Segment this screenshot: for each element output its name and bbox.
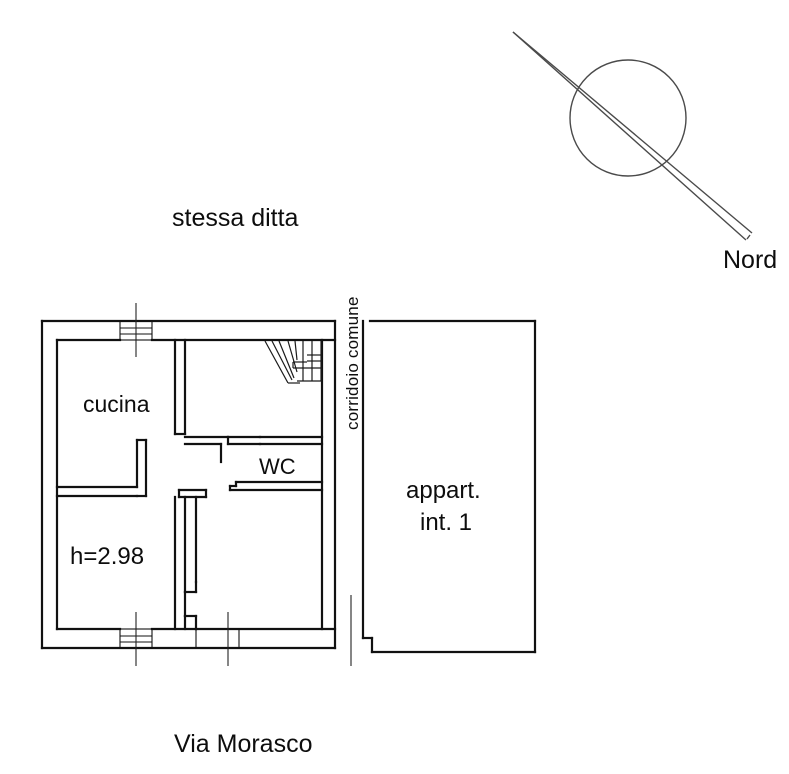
compass-needle-edge-b: [512, 31, 753, 234]
left-building-walls: [40, 319, 337, 650]
room-label-wc: WC: [259, 454, 296, 479]
stair-tread-1: [278, 340, 295, 379]
ceiling-height-label: h=2.98: [70, 543, 145, 570]
door-openings-bottom: [195, 629, 240, 648]
room-label-cucina: cucina: [83, 391, 150, 417]
north-label: Nord: [723, 246, 778, 274]
staircase-icon: [264, 340, 322, 384]
north-arrow-icon: [512, 31, 753, 241]
room-label-appartamento-line2: int. 1: [420, 509, 473, 536]
room-label-corridoio-comune: corridoio comune: [343, 296, 362, 430]
stair-tread-3: [294, 340, 298, 361]
street-label: Via Morasco: [174, 730, 313, 758]
neighbour-note-label: stessa ditta: [172, 204, 299, 232]
stair-inner-edge: [271, 340, 293, 381]
stair-outer-edge: [264, 340, 289, 384]
compass-circle: [569, 59, 687, 177]
compass-needle-edge-a: [512, 31, 747, 241]
room-label-appartamento-line1: appart.: [406, 477, 481, 504]
stair-tread-2: [287, 340, 298, 373]
right-building-walls: [361, 319, 537, 654]
centerline-marks: [135, 303, 352, 666]
compass-needle-axis: [746, 234, 751, 240]
